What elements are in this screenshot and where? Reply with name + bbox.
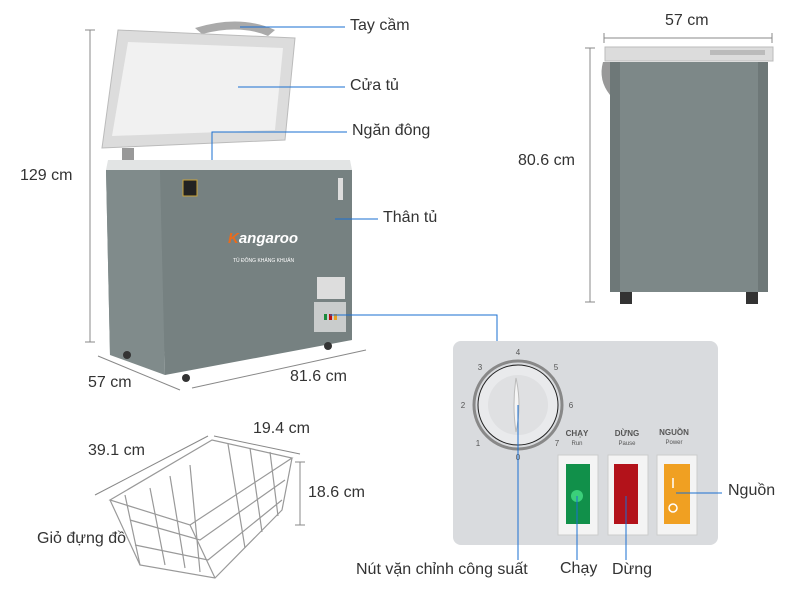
dial-number-3: 3 [478,363,483,372]
dial-number-7: 7 [555,439,560,448]
dimension-side-height: 80.6 cm [518,152,575,169]
label-handle: Tay cầm [350,17,410,34]
basket [108,439,294,579]
label-run: Chạy [560,560,598,577]
brand-tagline: TỦ ĐÔNG KHÁNG KHUẨN [233,257,295,264]
pause-sub: Pause [618,441,636,447]
brand-logo: Kangaroo [228,230,298,247]
dimension-height: 129 cm [20,167,73,184]
pause-label: DỪNG [615,429,639,438]
label-freezer-compartment: Ngăn đông [352,122,431,139]
dimension-depth: 57 cm [88,374,132,391]
dial-number-4: 4 [516,348,521,357]
label-power: Nguồn [728,482,776,499]
control-panel: 0 1 2 3 4 5 6 7 CHẠY Run DỪNG Pause NGUỒ… [453,341,718,545]
freezer-front: Kangaroo TỦ ĐÔNG KHÁNG KHUẨN [101,21,352,382]
power-label: NGUỒN [659,427,689,437]
label-door: Cửa tủ [350,77,399,94]
dial-number-6: 6 [569,401,574,410]
dimension-basket-width: 19.4 cm [253,420,310,437]
dimension-side-depth: 57 cm [665,12,709,29]
dimension-width: 81.6 cm [290,368,347,385]
run-label: CHẠY [566,429,589,438]
label-basket: Giỏ đựng đồ [37,530,126,547]
run-sub: Run [571,441,582,447]
power-sub: Power [665,440,682,446]
dial-number-1: 1 [476,439,481,448]
dimension-basket-height: 18.6 cm [308,484,365,501]
dial-number-5: 5 [554,363,559,372]
freezer-side [601,46,774,304]
label-knob: Nút vặn chỉnh công suất [356,561,528,578]
dial-number-2: 2 [461,401,466,410]
callout-lines [211,26,722,560]
label-body: Thân tủ [383,209,438,226]
dimension-lines [85,29,773,526]
dimension-basket-length: 39.1 cm [88,442,145,459]
label-pause: Dừng [612,561,653,578]
